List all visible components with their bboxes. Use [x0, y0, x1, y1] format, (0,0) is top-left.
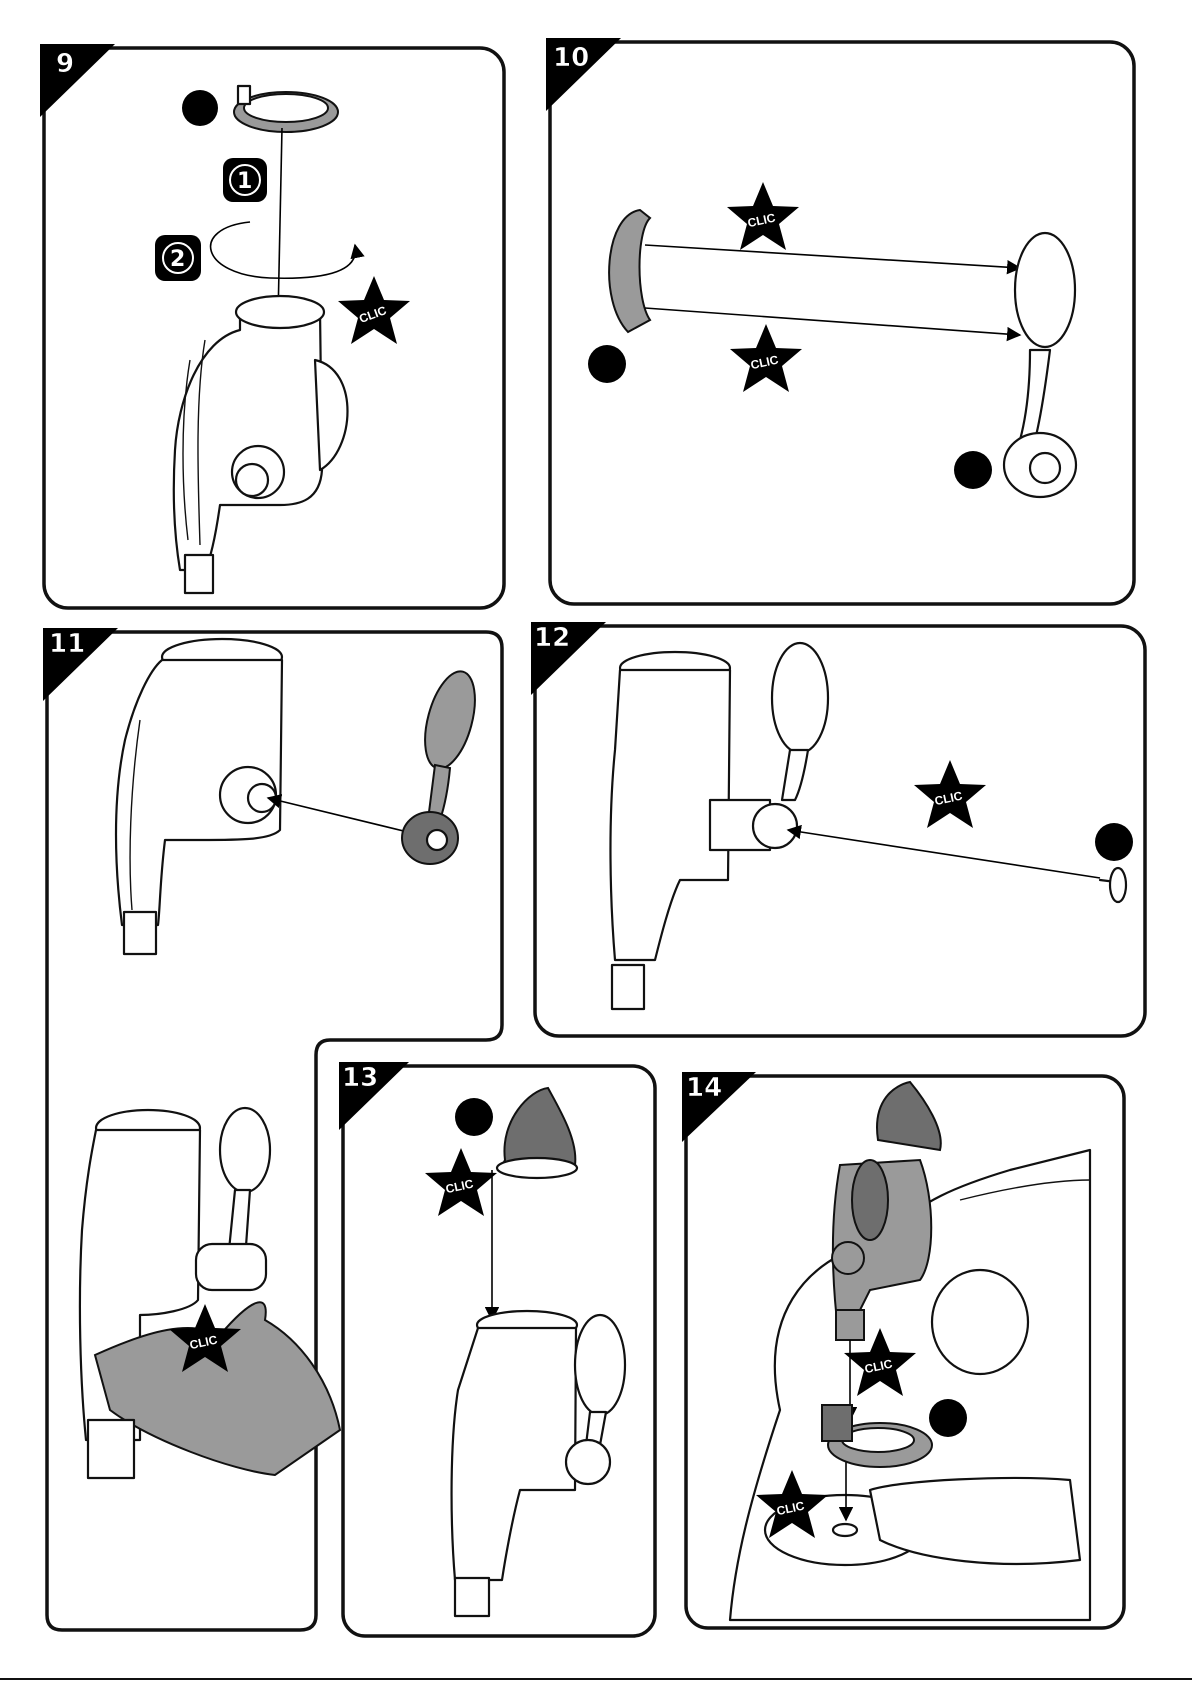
- part-marker-dot: [455, 1098, 493, 1136]
- step-14-panel: 14 CLIC: [682, 1072, 1124, 1628]
- step-9-number: 9: [56, 49, 74, 79]
- step-10-panel: 10 CLIC CLIC: [546, 38, 1134, 604]
- step-12-number: 12: [534, 623, 570, 653]
- part-marker-dot: [1095, 823, 1133, 861]
- step-10-number: 10: [553, 43, 589, 73]
- step-13-panel: 13 CLIC: [339, 1062, 655, 1636]
- part-marker-dot: [182, 90, 218, 126]
- svg-text:2: 2: [170, 247, 185, 272]
- substep-2-badge: 2: [155, 235, 201, 281]
- step-13-number: 13: [342, 1063, 378, 1093]
- part-marker-dot: [588, 345, 626, 383]
- step-9-panel: 9 1 2 CLIC: [40, 44, 504, 608]
- step-12-panel: 12 CLIC: [531, 622, 1145, 1036]
- step-14-number: 14: [686, 1073, 722, 1103]
- part-marker-dot: [929, 1399, 967, 1437]
- part-marker-dot: [954, 451, 992, 489]
- substep-1-badge: 1: [223, 158, 267, 202]
- svg-text:1: 1: [237, 169, 252, 194]
- step-11-number: 11: [49, 629, 85, 659]
